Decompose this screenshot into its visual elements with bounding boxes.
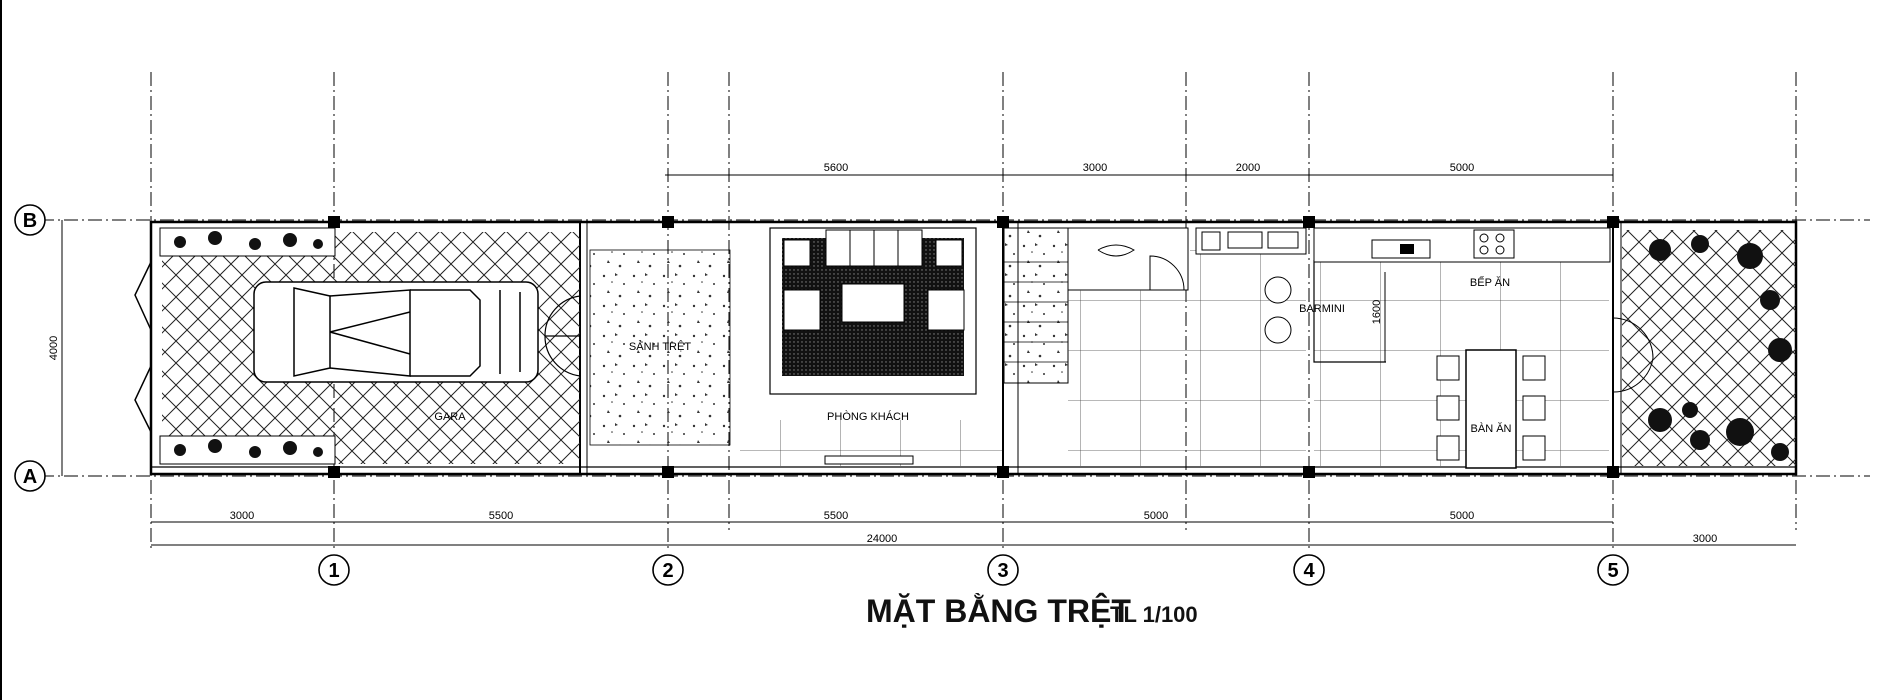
dim-bottom-5: 5000 bbox=[1450, 510, 1474, 522]
sofa-icon bbox=[783, 229, 965, 331]
dim-top-2: 3000 bbox=[1083, 162, 1107, 174]
axis-bubbles bbox=[14, 204, 1629, 586]
dining-area: BÀN ĂN bbox=[1436, 349, 1546, 469]
bar-area: BARMINI bbox=[1195, 227, 1386, 363]
room-label-bar: BARMINI bbox=[1299, 303, 1345, 315]
stair-area bbox=[1003, 227, 1189, 384]
dining-chair-icon bbox=[1436, 355, 1546, 461]
structural-columns bbox=[328, 216, 1619, 478]
garage-area: GARA bbox=[134, 227, 581, 465]
plant-icon bbox=[1648, 235, 1792, 461]
door-icon bbox=[544, 295, 581, 377]
stove-icon bbox=[1473, 229, 1515, 259]
wc-door-icon bbox=[1149, 255, 1185, 291]
room-label-kitchen: BẾP ĂN bbox=[1470, 276, 1510, 289]
axis-bubble-B: B bbox=[23, 210, 37, 232]
gate-icon bbox=[134, 261, 152, 433]
room-label-lobby: SẢNH TRỆT bbox=[629, 340, 691, 353]
bar-stool-icon bbox=[1264, 316, 1292, 344]
axis-lines bbox=[40, 72, 1870, 550]
dim-left: 4000 bbox=[48, 336, 60, 360]
living-room-area: PHÒNG KHÁCH bbox=[740, 227, 1002, 466]
bar-stool-icon bbox=[1264, 276, 1292, 304]
dim-bottom-1: 3000 bbox=[230, 510, 254, 522]
axis-bubble-4: 4 bbox=[1303, 560, 1315, 582]
axis-bubble-5: 5 bbox=[1607, 560, 1618, 582]
dim-top-1: 5600 bbox=[824, 162, 848, 174]
dim-extra: 3000 bbox=[1693, 533, 1717, 545]
room-label-garage: GARA bbox=[434, 411, 466, 423]
dim-top-4: 5000 bbox=[1450, 162, 1474, 174]
room-label-dining: BÀN ĂN bbox=[1471, 422, 1512, 435]
axis-bubble-2: 2 bbox=[662, 560, 673, 582]
bar-counter bbox=[1313, 260, 1386, 363]
dim-bar: 1600 bbox=[1371, 300, 1383, 324]
axis-bubble-3: 3 bbox=[997, 560, 1008, 582]
dining-table-icon bbox=[1465, 349, 1517, 469]
dim-top-3: 2000 bbox=[1236, 162, 1260, 174]
toilet-icon bbox=[1097, 244, 1135, 257]
dim-bottom-2: 5500 bbox=[489, 510, 513, 522]
plan-title: MẶT BẰNG TRỆT bbox=[866, 593, 1131, 629]
sink-counter-icon bbox=[1195, 227, 1307, 255]
tv-cabinet bbox=[824, 455, 914, 465]
axis-bubble-1: 1 bbox=[328, 560, 339, 582]
axis-bubble-A: A bbox=[23, 466, 37, 488]
door-icon bbox=[1612, 317, 1654, 393]
dimension-lines bbox=[61, 174, 1796, 546]
dim-total: 24000 bbox=[867, 533, 898, 545]
dim-bottom-3: 5500 bbox=[824, 510, 848, 522]
lobby-area: SẢNH TRỆT bbox=[589, 249, 731, 446]
kitchen-area: BẾP ĂN bbox=[1313, 227, 1611, 289]
dim-bottom-4: 5000 bbox=[1144, 510, 1168, 522]
room-label-living: PHÒNG KHÁCH bbox=[827, 410, 909, 423]
tiled-floor bbox=[1068, 228, 1609, 466]
back-garden bbox=[1612, 230, 1796, 466]
car-icon bbox=[253, 281, 539, 383]
plant-icon bbox=[174, 231, 323, 458]
plan-scale: TL 1/100 bbox=[1110, 602, 1198, 627]
